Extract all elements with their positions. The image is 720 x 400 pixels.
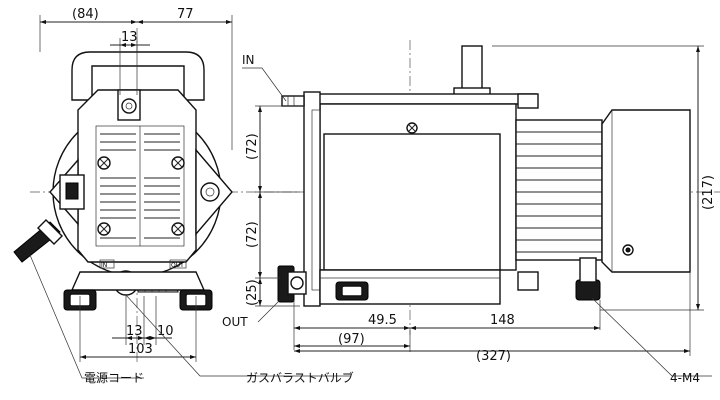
front-view: IN OUT: [13, 28, 720, 365]
dim-148: 148: [490, 313, 515, 328]
out-label: OUT: [222, 315, 248, 329]
front-screws: [97, 156, 185, 236]
dim-base-height: (25): [245, 279, 260, 306]
bottom-clamp: [517, 271, 539, 291]
side-view: [277, 40, 691, 335]
right-knob: [200, 182, 220, 202]
dim-lower-height: (72): [245, 221, 260, 248]
front-dimensions: (84) 77 13 13 10 103: [39, 7, 233, 362]
dim-upper-height: (72): [245, 133, 260, 160]
power-cord-label: 電源コード: [84, 371, 144, 385]
dim-base-width: 103: [128, 342, 153, 357]
side-top-rail: [317, 93, 537, 105]
top-fitting: [461, 45, 483, 91]
in-leader: [242, 67, 287, 102]
right-knob-inner: [205, 187, 215, 197]
dim-width-ref: (84): [72, 7, 99, 22]
dim-bottom-13: 13: [126, 324, 143, 339]
power-switch-housing: [59, 174, 85, 210]
fins-frame: [515, 119, 603, 261]
front-in-tag: [99, 259, 115, 269]
front-in-small-label: IN: [101, 262, 107, 269]
motor-end-cap: [601, 109, 691, 273]
dim-bottom-10: 10: [157, 324, 174, 339]
side-in-fitting: [281, 95, 305, 107]
dim-97: (97): [338, 332, 365, 347]
front-out-small-label: OUT: [171, 262, 184, 269]
in-label: IN: [242, 53, 255, 67]
dim-width: 77: [177, 7, 194, 22]
side-dimensions: IN (72) (72) (25) OUT (217) 49.5 148 (97…: [222, 45, 716, 364]
front-fins: [95, 125, 185, 247]
out-leader: [257, 299, 281, 323]
top-clamp: [517, 93, 539, 109]
dim-327: (327): [476, 349, 511, 364]
mount-holes-label: 4-M4: [670, 371, 700, 385]
callouts: 電源コード ガスバラストバルブ 4-M4: [29, 254, 712, 385]
side-front-plate-inner: [311, 109, 321, 291]
gas-ballast-leader: [125, 294, 350, 377]
front-in-nut-inner: [125, 102, 133, 110]
motor-fins: [515, 119, 603, 261]
side-foot-2-post: [579, 257, 597, 283]
side-ballast-valve: [290, 276, 304, 290]
front-out-tag: [169, 259, 187, 269]
gas-ballast-label: ガスバラストバルブ: [246, 370, 354, 385]
power-cord-leader: [29, 254, 144, 379]
power-cord-bushing: [37, 219, 63, 245]
side-foot-2: [575, 279, 601, 301]
front-in-nut: [121, 98, 137, 114]
mount-holes-leader: [591, 297, 712, 377]
side-inner-panel: [323, 133, 501, 271]
power-switch: [65, 182, 79, 200]
dim-top-13: 13: [121, 30, 138, 45]
front-base: [70, 271, 206, 291]
dim-49-5: 49.5: [368, 313, 397, 328]
dim-total-height: (217): [701, 175, 716, 210]
